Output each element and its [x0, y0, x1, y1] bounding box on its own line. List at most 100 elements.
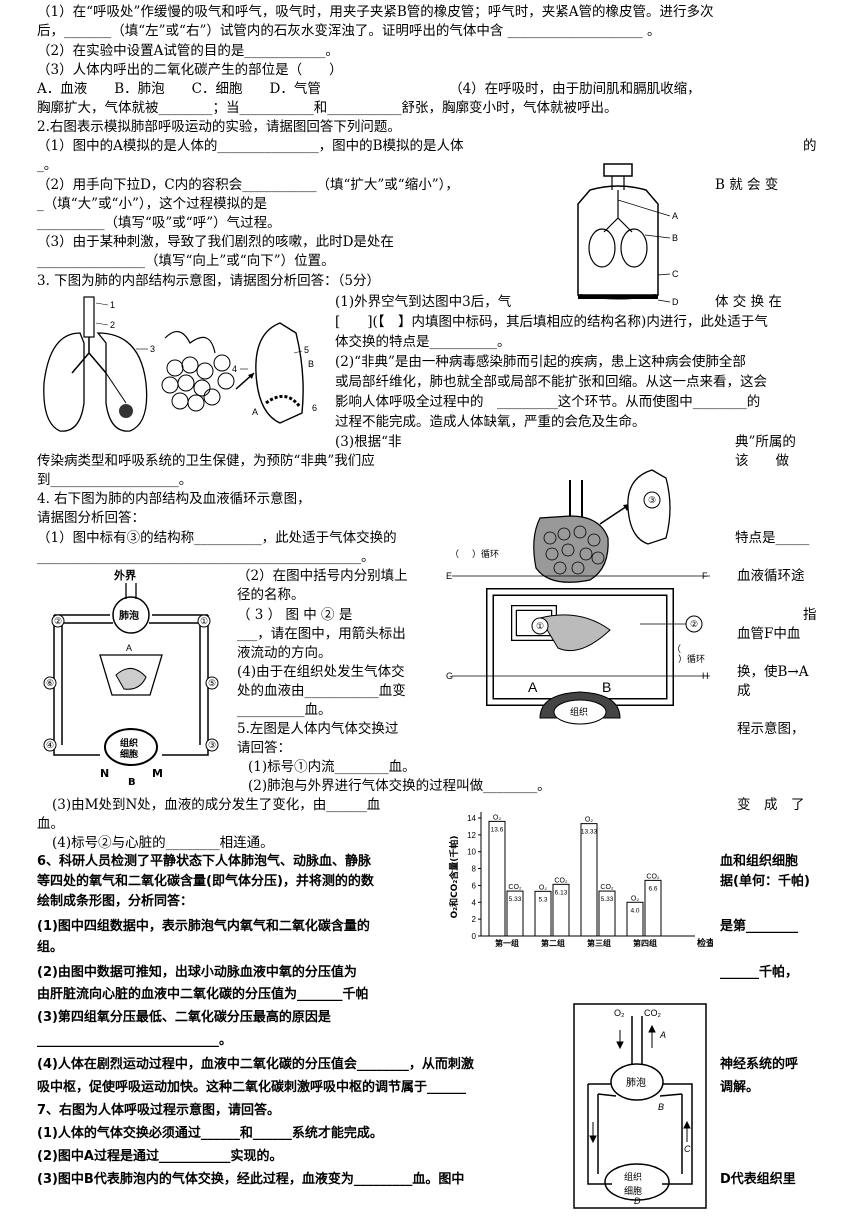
data-label: 5.33 [509, 896, 522, 903]
fig-label: G [446, 671, 453, 681]
fig-label: ② [690, 619, 698, 629]
text-line: 绘制成条形图，分析同答： [37, 894, 194, 909]
fig-label: A [252, 407, 258, 417]
category-label: 第四组 [633, 938, 657, 948]
text-line: 指 [803, 607, 817, 623]
text-line: 该 做 [735, 453, 789, 469]
text-line: 体 交 换 在 [715, 294, 782, 310]
fig-label: ④ [46, 740, 54, 750]
text-line: （3）人体内呼出的二氧化碳产生的部位是（ ） [37, 62, 343, 78]
fig-label: D [634, 1196, 641, 1206]
text-line: A．血液 B．肺泡 C．细胞 D．气管 （4）在呼吸时，由于肋间肌和膈肌收缩， [37, 81, 701, 97]
fig-label: 外界 [113, 568, 136, 582]
text-line: 血液循环途 [737, 568, 805, 584]
circulation-diagram: ③ （ ）循环 E F ① ② （ ）循环 G H A B 组织 [446, 469, 710, 725]
text-line: 由肝脏流向心脏的血液中二氧化碳的分压值为_______千帕 [37, 987, 369, 1002]
text-line: 体交换的特点是__________。 [335, 334, 511, 350]
text-line: （1）在“呼吸处”作缓慢的吸气和呼气，吸气时，用夹子夹紧B管的橡皮管；呼气时，夹… [37, 4, 714, 20]
text-line: _。 [37, 157, 58, 173]
series-label: O₂ [585, 817, 593, 824]
category-label: 第二组 [541, 938, 565, 948]
series-label: O₂ [631, 895, 639, 902]
text-line: ____________________________。 [37, 1033, 233, 1048]
text-line: 程示意图， [737, 721, 805, 737]
fig-label: A [672, 211, 678, 221]
text-line: 据(单何：千帕) [720, 874, 810, 889]
text-line: 成 [737, 683, 751, 699]
fig-label: B [672, 233, 678, 243]
text-line: __________（填写“吸”或“呼”）气过程。 [37, 215, 281, 231]
text-line: 组。 [37, 940, 64, 955]
text-line: 2.右图表示模拟肺部呼吸运动的实验，请据图回答下列问题。 [37, 119, 401, 135]
fig-label: 组织 [120, 737, 138, 749]
text-line: ________________（填写“向上”或“向下”）位置。 [37, 253, 335, 269]
bar [644, 879, 662, 937]
data-label: 6.13 [555, 889, 568, 896]
text-line: 7、右图为人体呼吸过程示意图，请回答。 [37, 1103, 281, 1118]
fig-label: 3 [150, 344, 155, 354]
text-line: 胸廓扩大，气体就被________；当___________和_________… [37, 100, 618, 116]
text-line: (4)标号②与心脏的________相连通。 [52, 835, 274, 851]
text-line: 处的血液由___________血变 [237, 683, 406, 699]
fig-label: C [672, 269, 679, 279]
text-line: 3. 下图为肺的内部结构示意图，请据图分析回答：（5分） [37, 273, 381, 289]
text-line: (2)图中A过程是通过___________实现的。 [37, 1149, 283, 1164]
x-axis-label: 检查位置 [697, 937, 713, 949]
fig-label: O₂ [614, 1008, 625, 1018]
y-tick-label: 2 [472, 915, 477, 924]
fig-label: 2 [110, 320, 115, 330]
text-line: （2）在实验中设置A试管的目的是____________。 [37, 43, 339, 59]
text-line: 传染病类型和呼吸系统的卫生保健，为预防“非典”我们应 [37, 453, 375, 469]
bar [598, 890, 616, 937]
data-label: 13.6 [491, 826, 504, 833]
text-line: 请据图分析回答： [37, 510, 145, 526]
y-tick-label: 12 [467, 831, 476, 840]
y-tick-label: 0 [472, 932, 477, 941]
y-tick-label: 14 [467, 814, 476, 823]
fig-label: A [659, 1030, 666, 1040]
bar [626, 901, 644, 937]
fig-label: 肺泡 [119, 609, 139, 622]
fig-label: ① [536, 621, 544, 631]
bar [552, 883, 570, 937]
text-line: 变 成 了 [737, 797, 805, 813]
text-line: (4)由于在组织处发生气体交 [237, 664, 405, 680]
text-line: 5.左图是人体内气体交换过 [237, 721, 399, 737]
y-tick-label: 4 [472, 898, 477, 907]
text-line: (1)人体的气体交换必须通过______和______系统才能完成。 [37, 1126, 383, 1141]
text-line: 影响人体呼吸全过程中的 _________这个环节。从而使图中________的 [335, 394, 761, 410]
text-line: ___，请在图中，用箭头标出 [237, 626, 406, 642]
text-line: (1)标号①内流________血。 [248, 759, 416, 775]
data-label: 6.6 [648, 885, 657, 892]
fig-label: 6 [312, 403, 317, 413]
text-line: (1)图中四组数据中，表示肺泡气内氧气和二氧化碳含量的 [37, 919, 370, 934]
series-label: O₂ [493, 814, 501, 821]
bar [534, 890, 552, 937]
fig-label: ）循环 [472, 548, 499, 559]
text-line: _（填“大”或“小”），这个过程模拟的是 [37, 196, 268, 212]
fig-label: B [128, 777, 136, 785]
series-label: CO₂ [508, 884, 522, 891]
text-line: 后，_______（填“左”或“右”）试管内的石灰水变浑浊了。证明呼出的气体中含… [37, 23, 661, 39]
text-line: （2）在图中括号内分别填上 [237, 568, 408, 584]
series-label: CO₂ [554, 877, 568, 884]
fig-label: ）循环 [678, 653, 705, 664]
text-line: 血管F中血 [737, 626, 801, 642]
text-line: 的 [803, 138, 817, 154]
gas-exchange-diagram: 外界 肺泡 ② ① A ⑥ ⑤ ④ ③ 组织 细胞 N M B [43, 568, 219, 785]
text-line: 或局部纤维化，肺也就全部或局部不能扩张和回缩。从这一点来看，这会 [335, 374, 767, 390]
fig-label: M [152, 767, 163, 780]
fig-label: （ [450, 549, 459, 559]
bar [580, 823, 598, 937]
text-line: 典”所属的 [735, 434, 796, 450]
fig-label: 组织 [624, 1171, 642, 1183]
fig-label: 1 [110, 300, 115, 310]
text-line: 请回答： [237, 740, 291, 756]
fig-label: B [308, 359, 314, 369]
fig-label: A [528, 679, 538, 695]
text-line: （1）图中标有③的结构称__________，此处适于气体交换的 [37, 530, 397, 546]
text-line: （2）用手向下拉D，C内的容积会___________（填“扩大”或“缩小”）， [37, 177, 459, 193]
text-line: 血。 [37, 816, 64, 832]
fig-label: ⑤ [208, 678, 216, 688]
data-label: 5.3 [538, 896, 547, 903]
